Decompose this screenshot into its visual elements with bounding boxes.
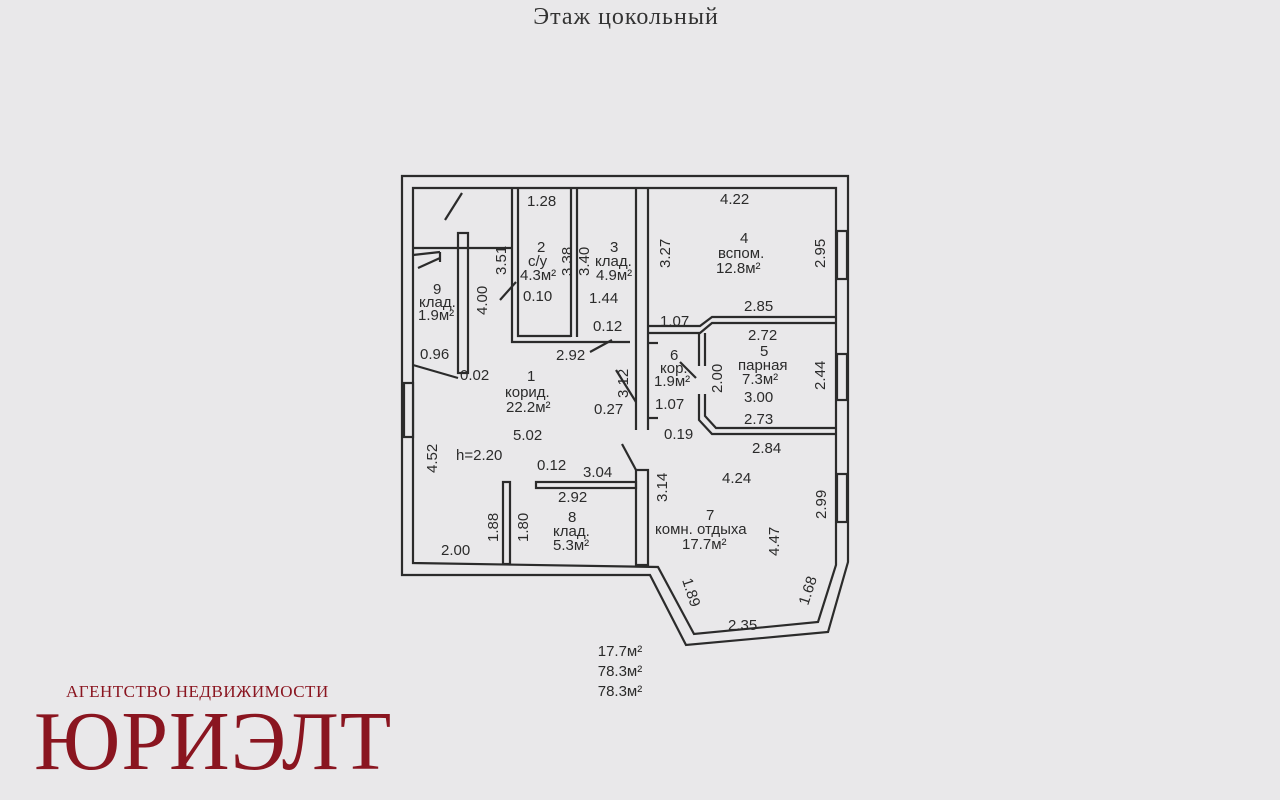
dim-label: 5.02 bbox=[513, 427, 542, 444]
room-4-name: вспом. bbox=[718, 245, 764, 262]
door-line bbox=[589, 339, 613, 353]
dim-label: 2.92 bbox=[558, 489, 587, 506]
area-total-line: 78.3м² bbox=[597, 663, 643, 680]
dim-label: 1.89 bbox=[678, 576, 703, 609]
stair-arrow bbox=[444, 192, 463, 221]
window bbox=[402, 381, 415, 439]
wall bbox=[501, 480, 512, 566]
dim-label: 3.38 bbox=[559, 247, 576, 276]
room-5-number: 5 bbox=[760, 343, 768, 360]
dim-label: 2.92 bbox=[556, 347, 585, 364]
dim-label: 3.14 bbox=[654, 473, 671, 502]
dim-label: 0.12 bbox=[593, 318, 622, 335]
wall bbox=[516, 305, 571, 338]
door-line bbox=[412, 363, 459, 380]
dim-label: 1.80 bbox=[515, 513, 532, 542]
room-6-area: 1.9м² bbox=[654, 373, 690, 390]
dim-label: 3.51 bbox=[493, 246, 510, 275]
door-line bbox=[615, 369, 637, 403]
room-2-name: с/у bbox=[528, 253, 548, 270]
dim-label: 3.27 bbox=[657, 239, 674, 268]
dim-label: 0.27 bbox=[594, 401, 623, 418]
wall bbox=[648, 321, 836, 335]
dim-label: 0.10 bbox=[523, 288, 552, 305]
room-9-name: клад. bbox=[419, 294, 456, 311]
stair-step bbox=[417, 256, 441, 270]
agency-caption: АГЕНТСТВО НЕДВИЖИМОСТИ bbox=[66, 682, 329, 701]
dim-label: 2.00 bbox=[709, 364, 726, 393]
ceiling-height: h=2.20 bbox=[456, 447, 502, 464]
room-2-number: 2 bbox=[537, 239, 545, 256]
wall bbox=[648, 315, 836, 328]
wall bbox=[510, 305, 630, 344]
dim-label: 4.24 bbox=[722, 470, 751, 487]
area-total-line: 78.3м² bbox=[597, 683, 643, 700]
agency-logo-text: ЮРИЭЛТ bbox=[34, 695, 393, 788]
dim-label: 2.84 bbox=[752, 440, 781, 457]
room-5-area: 7.3м² bbox=[742, 371, 778, 388]
door-line bbox=[679, 361, 697, 379]
dim-label: 2.95 bbox=[812, 239, 829, 268]
room-2-area: 4.3м² bbox=[520, 267, 556, 284]
room-4-number: 4 bbox=[740, 230, 748, 247]
room-4-area: 12.8м² bbox=[716, 260, 761, 277]
dim-label: 0.96 bbox=[420, 346, 449, 363]
corridor-area: 22.2м² bbox=[506, 399, 551, 416]
room-3-area: 4.9м² bbox=[596, 267, 632, 284]
dim-label: 3.12 bbox=[615, 369, 632, 398]
dim-label: 2.99 bbox=[813, 490, 830, 519]
room-9-number: 9 bbox=[433, 281, 441, 298]
dim-label: 2.85 bbox=[744, 298, 773, 315]
room-5-name: парная bbox=[738, 357, 788, 374]
room-7-number: 7 bbox=[706, 507, 714, 524]
stair-step bbox=[412, 250, 441, 257]
window bbox=[835, 229, 849, 281]
dim-label: 1.88 bbox=[485, 513, 502, 542]
corridor-name: корид. bbox=[505, 384, 550, 401]
room-8-area: 5.3м² bbox=[553, 537, 589, 554]
dim-label: 4.47 bbox=[766, 527, 783, 556]
dim-label: 1.07 bbox=[655, 396, 684, 413]
dim-label: 4.00 bbox=[474, 286, 491, 315]
dim-label: 2.73 bbox=[744, 411, 773, 428]
dim-label: 4.22 bbox=[720, 191, 749, 208]
room-3-name: клад. bbox=[595, 253, 632, 270]
dim-label: 0.12 bbox=[537, 457, 566, 474]
wall bbox=[697, 394, 836, 436]
dim-label: 3.40 bbox=[576, 247, 593, 276]
stair-rail bbox=[456, 231, 470, 375]
dim-label: 2.35 bbox=[728, 617, 757, 634]
dim-label: 2.72 bbox=[748, 327, 777, 344]
door-line bbox=[499, 281, 517, 301]
dim-label: 1.44 bbox=[589, 290, 618, 307]
room-9-area: 1.9м² bbox=[418, 307, 454, 324]
wall bbox=[534, 480, 638, 490]
dim-label: 1.28 bbox=[527, 193, 556, 210]
room-3-number: 3 bbox=[610, 239, 618, 256]
window bbox=[835, 352, 849, 402]
dim-label: 3.04 bbox=[583, 464, 612, 481]
dim-label: 3.00 bbox=[744, 389, 773, 406]
room-8-number: 8 bbox=[568, 509, 576, 526]
room-7-area: 17.7м² bbox=[682, 536, 727, 553]
dim-label: 4.52 bbox=[424, 444, 441, 473]
area-total-line: 17.7м² bbox=[597, 643, 643, 660]
window bbox=[835, 472, 849, 524]
plan-title: Этаж цокольный bbox=[533, 4, 719, 30]
wall bbox=[703, 394, 836, 430]
wall bbox=[634, 468, 650, 567]
dim-label: 0.19 bbox=[664, 426, 693, 443]
room-6-number: 6 bbox=[670, 347, 678, 364]
dim-label: 0.02 bbox=[460, 367, 489, 384]
door-line bbox=[621, 443, 637, 471]
room-7-name: комн. отдыха bbox=[655, 521, 747, 538]
dim-label: 2.00 bbox=[441, 542, 470, 559]
dim-label: 1.07 bbox=[660, 313, 689, 330]
room-8-name: клад. bbox=[553, 523, 590, 540]
dim-label: 1.68 bbox=[796, 574, 821, 607]
dim-label: 2.44 bbox=[812, 361, 829, 390]
room-6-name: кор. bbox=[660, 360, 688, 377]
corridor-number: 1 bbox=[527, 368, 535, 385]
